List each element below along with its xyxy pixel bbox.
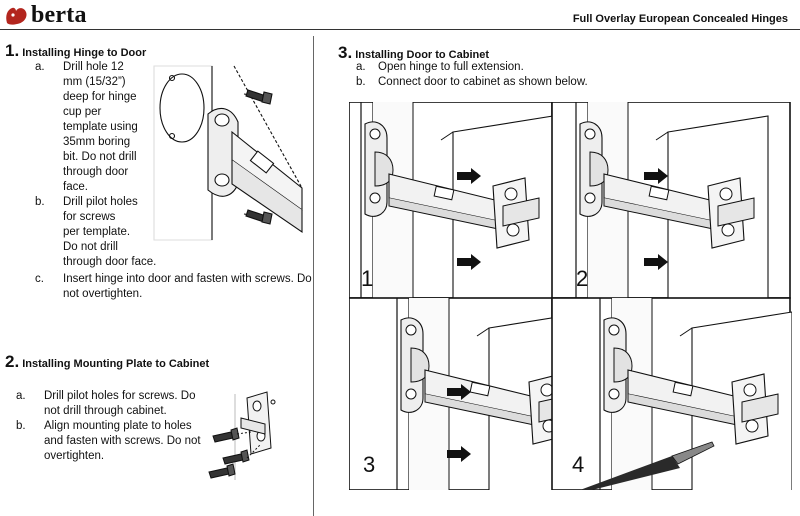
item-letter: a. — [35, 61, 45, 73]
logo-mark-icon — [6, 7, 27, 25]
item-line: not overtighten. — [63, 288, 143, 300]
section2-item-a: a. Drill pilot holes for screws. Do not … — [16, 389, 195, 419]
step-illustration — [360, 102, 554, 299]
item-line: Drill pilot holes for screws. Do — [44, 390, 196, 402]
section3-number: 3. — [338, 43, 353, 62]
column-divider — [313, 36, 314, 516]
item-line: deep for hinge — [63, 91, 137, 103]
item-line: Insert hinge into door and fasten with s… — [63, 273, 312, 285]
item-line: Drill pilot holes — [63, 196, 138, 208]
section2-title: Installing Mounting Plate to Cabinet — [22, 358, 210, 370]
step-panel-3: 3 — [349, 297, 590, 490]
item-line: face. — [63, 181, 88, 193]
step-panel-4: 4 — [551, 297, 792, 490]
screw-icon — [245, 209, 273, 225]
item-line: and fasten with screws. Do not — [44, 435, 201, 447]
item-text: Open hinge to full extension. — [378, 60, 524, 75]
section1-item-a: a. Drill hole 12 mm (15/32”) deep for hi… — [35, 60, 138, 195]
item-text: Align mounting plate to holes and fasten… — [44, 419, 201, 464]
item-text: Insert hinge into door and fasten with s… — [63, 272, 312, 302]
screw-icon — [222, 449, 250, 465]
item-text: Drill pilot holes for screws. Do not dri… — [44, 389, 195, 419]
item-line: through door — [63, 166, 129, 178]
item-letter: a. — [16, 390, 26, 402]
step-label: 3 — [363, 452, 375, 477]
section3-title: Installing Door to Cabinet — [355, 49, 490, 61]
item-line: Open hinge to full extension. — [378, 61, 524, 73]
item-text: Drill pilot holes for screws per templat… — [63, 195, 156, 270]
item-line: Align mounting plate to holes — [44, 420, 192, 432]
section1-number: 1. — [5, 41, 20, 60]
screw-icon — [208, 463, 236, 479]
item-line: not drill through cabinet. — [44, 405, 167, 417]
screwdriver-icon — [580, 441, 715, 490]
step-label: 4 — [572, 452, 584, 477]
mounting-plate-illustration — [208, 391, 276, 480]
section2-heading: 2. Installing Mounting Plate to Cabinet — [5, 352, 209, 372]
step-label: 2 — [576, 266, 588, 291]
section3-item-b: b. Connect door to cabinet as shown belo… — [356, 75, 588, 90]
door-to-cabinet-steps: 1 2 3 4 — [349, 102, 792, 490]
item-line: cup per — [63, 106, 102, 118]
section3-heading: 3. Installing Door to Cabinet — [338, 43, 489, 63]
item-line: Connect door to cabinet as shown below. — [378, 76, 588, 88]
item-line: bit. Do not drill — [63, 151, 137, 163]
step-panel-2: 2 — [551, 102, 791, 299]
item-letter: c. — [35, 273, 44, 285]
step-illustration — [575, 102, 769, 299]
section1-item-c: c. Insert hinge into door and fasten wit… — [35, 272, 312, 302]
item-line: Do not drill — [63, 241, 118, 253]
item-line: per template. — [63, 226, 131, 238]
item-line: mm (15/32”) — [63, 76, 126, 88]
screw-icon — [245, 89, 273, 105]
item-text: Drill hole 12 mm (15/32”) deep for hinge… — [63, 60, 138, 195]
brand-name: berta — [31, 1, 87, 28]
item-letter: b. — [16, 420, 26, 432]
document-title: Full Overlay European Concealed Hinges — [572, 13, 788, 25]
section2-number: 2. — [5, 352, 20, 371]
item-line: overtighten. — [44, 450, 105, 462]
brand-logo: berta — [4, 2, 87, 28]
item-line: 35mm boring — [63, 136, 131, 148]
section1-item-b: b. Drill pilot holes for screws per temp… — [35, 195, 156, 270]
hinge-to-door-illustration — [153, 65, 303, 241]
item-line: Drill hole 12 — [63, 61, 124, 73]
item-line: for screws — [63, 211, 116, 223]
step-panel-1: 1 — [349, 102, 554, 299]
item-line: template using — [63, 121, 138, 133]
item-letter: b. — [356, 76, 366, 88]
header-rule — [0, 29, 800, 30]
item-text: Connect door to cabinet as shown below. — [378, 75, 588, 90]
section3-item-a: a. Open hinge to full extension. — [356, 60, 524, 75]
item-letter: b. — [35, 196, 45, 208]
item-letter: a. — [356, 61, 366, 73]
screw-icon — [212, 427, 240, 443]
section1-title: Installing Hinge to Door — [22, 47, 147, 59]
item-line: through door face. — [63, 256, 157, 268]
section2-item-b: b. Align mounting plate to holes and fas… — [16, 419, 201, 464]
step-label: 1 — [361, 266, 373, 291]
section1-heading: 1. Installing Hinge to Door — [5, 41, 146, 61]
